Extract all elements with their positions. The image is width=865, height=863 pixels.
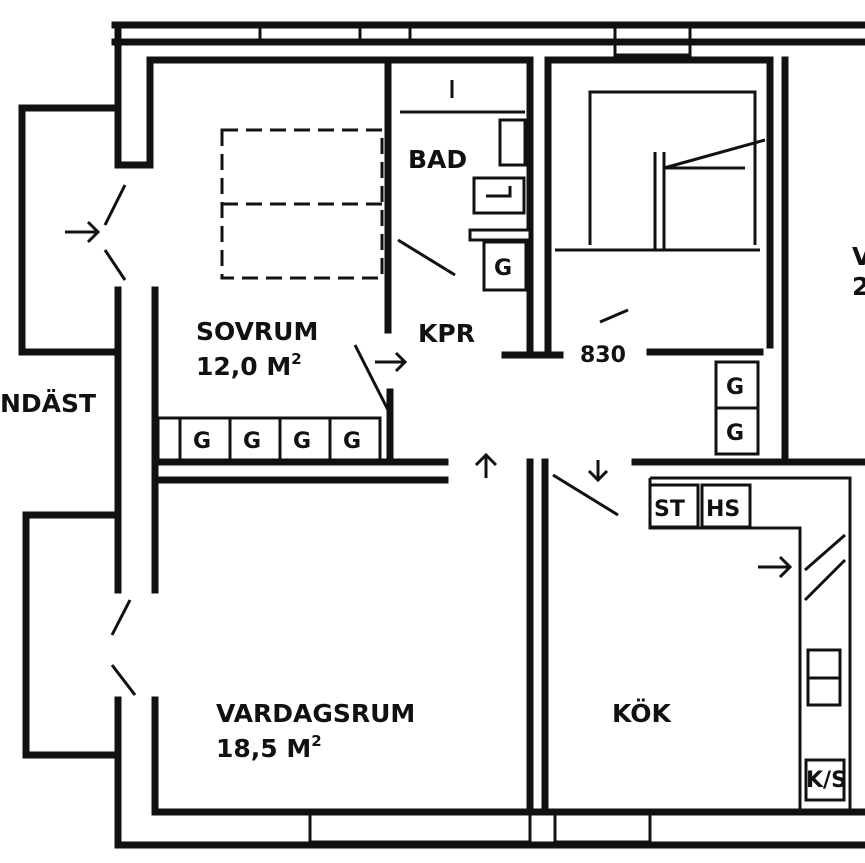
room-area-vardagsrum: 18,5 M2	[216, 732, 322, 763]
room-area-sovrum: 12,0 M2	[196, 350, 302, 381]
stove-label: ST	[654, 497, 685, 522]
wardrobe-hall-stack: G G	[714, 360, 760, 456]
wardrobe-row-sovrum: G G G G	[156, 416, 382, 462]
arrow-right-icon	[375, 351, 408, 373]
wardrobe-kpr: G	[482, 240, 528, 292]
wardrobe-g	[228, 416, 282, 462]
wardrobe-label: G	[293, 429, 311, 454]
arrow-right-icon	[758, 555, 793, 579]
dimension-label: 830	[580, 343, 626, 368]
stair	[555, 90, 766, 252]
room-name-vardagsrum: VARDAGSRUM	[216, 699, 415, 728]
arrow-up-icon	[474, 452, 498, 478]
outer-walls	[111, 21, 865, 849]
wardrobe-label: G	[726, 421, 744, 446]
balcony-label: NDÄST	[0, 388, 96, 418]
wardrobe-label: G	[343, 429, 361, 454]
room-name-kpr: KPR	[418, 319, 475, 348]
arrow-right-icon	[65, 220, 101, 244]
room-labels: SOVRUM 12,0 M2 VARDAGSRUM 18,5 M2 KÖK BA…	[0, 145, 865, 763]
room-name-sovrum: SOVRUM	[196, 317, 318, 346]
bed-outline	[220, 128, 384, 280]
wardrobe-label: G	[243, 429, 261, 454]
kitchen-appliances: ST HS K/S	[648, 483, 847, 802]
right-room-partial-label-2: 2	[852, 272, 865, 301]
arrow-down-icon	[587, 460, 609, 483]
arrows	[65, 220, 793, 579]
wardrobe-label: G	[726, 375, 744, 400]
room-name-kok: KÖK	[612, 698, 673, 728]
ks-label: K/S	[806, 768, 847, 793]
windows	[258, 28, 692, 844]
interior-walls	[146, 56, 865, 816]
balconies	[18, 104, 122, 759]
bathroom-fixtures	[400, 80, 532, 242]
wardrobe-label: G	[193, 429, 211, 454]
right-room-partial-label: V	[852, 242, 865, 271]
wardrobe-g	[278, 416, 332, 462]
doors	[103, 184, 629, 696]
room-name-bad: BAD	[408, 145, 467, 174]
wardrobe-label: G	[494, 256, 512, 281]
hs-label: HS	[706, 497, 740, 522]
wardrobe-g	[328, 416, 382, 462]
